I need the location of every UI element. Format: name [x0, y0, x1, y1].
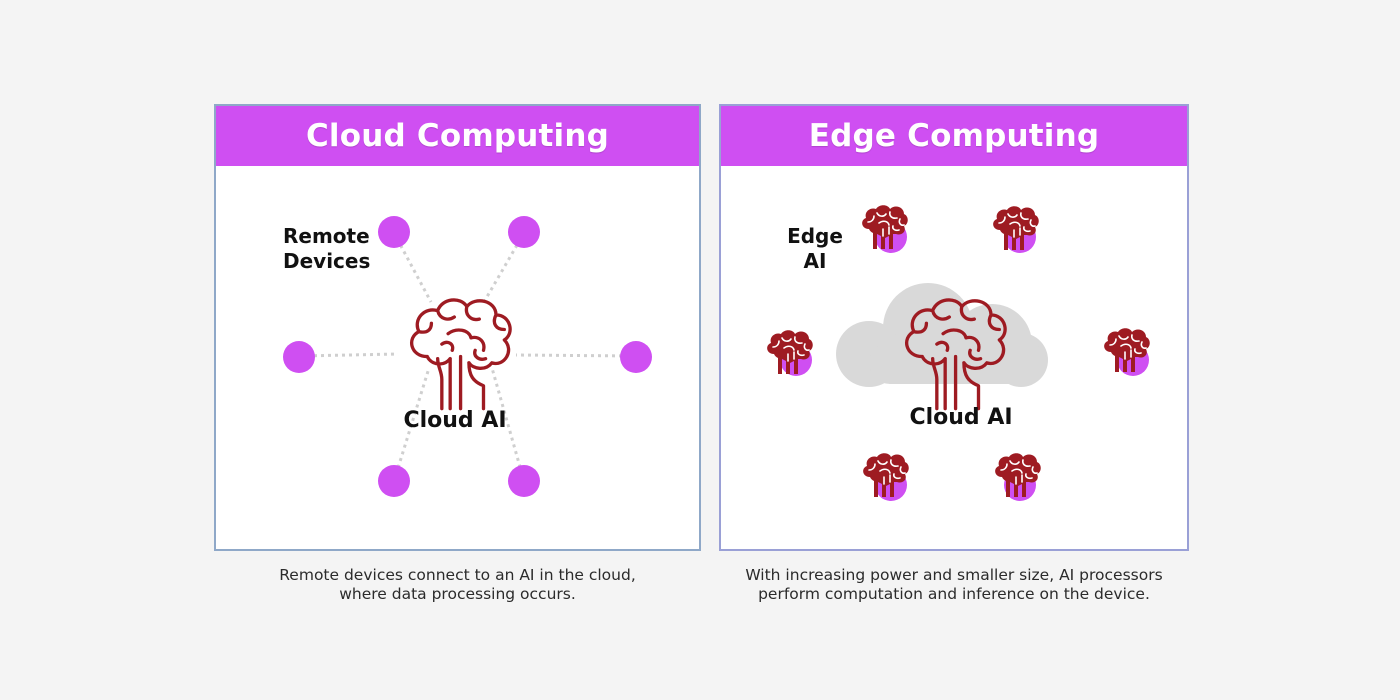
device-dot-icon — [378, 216, 410, 248]
device-dot-icon — [378, 465, 410, 497]
edge-computing-diagram: Edge AI Cloud AI — [766, 205, 1151, 501]
cloud-icon — [836, 283, 1048, 387]
cloud-computing-diagram: Remote Devices Cloud AI — [283, 216, 652, 497]
remote-devices-label-line1: Remote — [283, 224, 370, 248]
edge-computing-caption: With increasing power and smaller size, … — [719, 566, 1189, 604]
device-dot-icon — [283, 341, 315, 373]
edge-computing-title: Edge Computing — [721, 106, 1187, 166]
cloud-ai-label: Cloud AI — [909, 405, 1012, 430]
device-dot-icon — [508, 465, 540, 497]
remote-devices — [283, 216, 652, 497]
edge-device — [992, 206, 1040, 253]
edge-ai-label-line2: AI — [804, 249, 827, 273]
caption-line: Remote devices connect to an AI in the c… — [279, 566, 636, 584]
caption-line: perform computation and inference on the… — [758, 585, 1150, 603]
edge-computing-panel: Edge Computing — [719, 104, 1189, 551]
cloud-ai-label: Cloud AI — [403, 408, 506, 433]
caption-line: With increasing power and smaller size, … — [745, 566, 1163, 584]
edge-device — [766, 330, 814, 376]
edge-device — [994, 453, 1042, 501]
brain-icon — [409, 298, 512, 411]
cloud-computing-caption: Remote devices connect to an AI in the c… — [214, 566, 701, 604]
caption-line: where data processing occurs. — [339, 585, 576, 603]
edge-device — [1103, 328, 1151, 376]
device-dot-icon — [508, 216, 540, 248]
connector-lines — [299, 232, 637, 482]
edge-device — [862, 453, 910, 501]
device-dot-icon — [620, 341, 652, 373]
edge-device — [861, 205, 909, 253]
edge-ai-label-line1: Edge — [787, 224, 843, 248]
edge-devices — [766, 205, 1151, 501]
cloud-computing-panel: Cloud Computing Remote Devices Cloud AI — [214, 104, 701, 551]
remote-devices-label-line2: Devices — [283, 249, 370, 273]
cloud-computing-title: Cloud Computing — [216, 106, 699, 166]
